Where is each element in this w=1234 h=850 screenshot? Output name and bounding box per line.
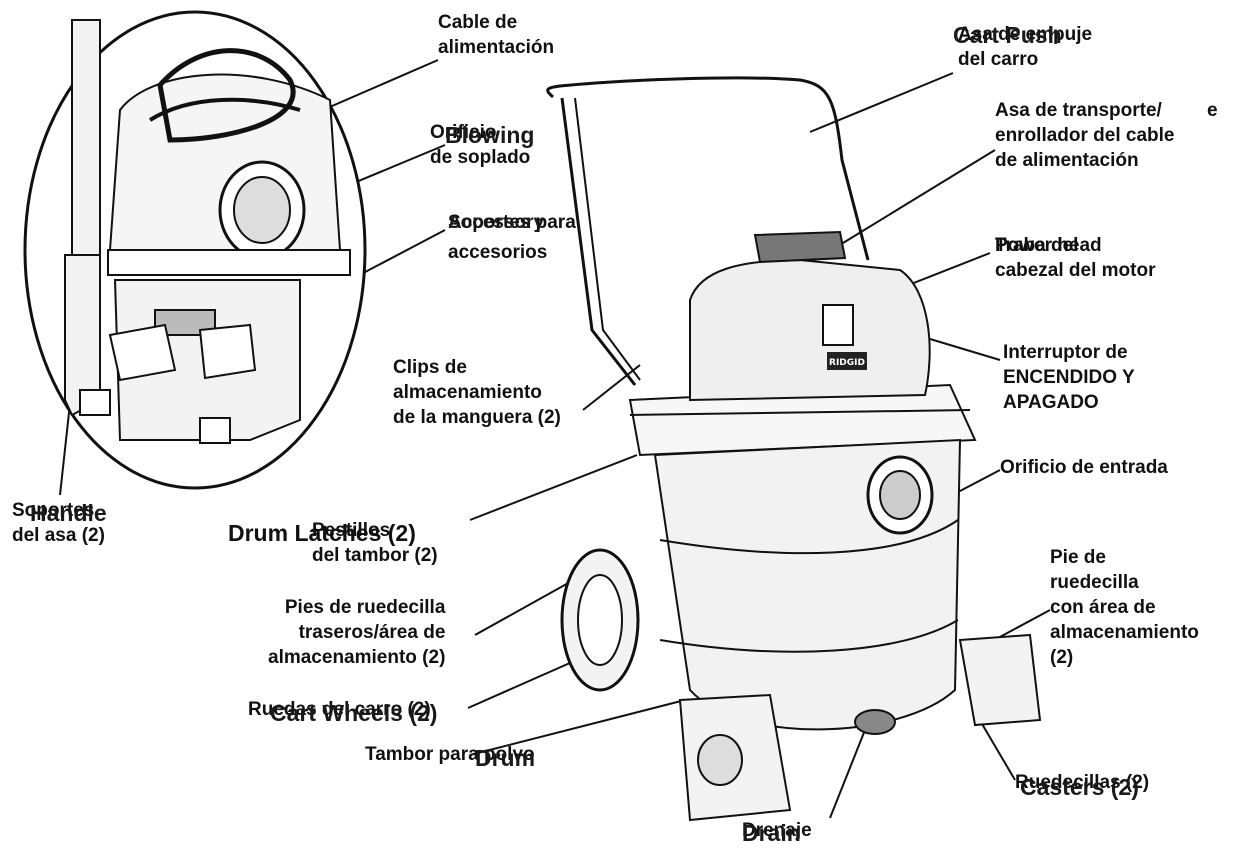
label-soportes-acc: Soportes para (448, 212, 576, 233)
label-ruedas-carro: Ruedas del carro (2) (248, 699, 431, 720)
label-cart-wheels: Cart Wheels (2) (270, 700, 438, 726)
label-accessory: Accessory (448, 212, 545, 233)
label-asa-transporte: Asa de transporte/ enrollador del cable … (995, 100, 1175, 171)
inset-magnified-view (23, 10, 367, 490)
label-blowing: Blowing (445, 122, 535, 148)
label-drum-latches: Drum Latches (2) (228, 520, 416, 546)
label-handle-fragment: e (1207, 100, 1218, 121)
brand-logo-plate (827, 352, 867, 370)
label-drenaje: Drenaje (742, 820, 812, 841)
label-accesorios: accesorios (448, 242, 548, 263)
label-asa-carro: Asa de empuje del carro (958, 24, 1093, 70)
label-handle: Handle (30, 500, 107, 526)
label-cable: Cable de alimentación (438, 12, 555, 58)
vacuum-body: RIDGID (546, 76, 1042, 822)
label-orificio-soplado: Orificio de soplado (430, 122, 531, 168)
label-cart-push: Cart Push (953, 22, 1062, 48)
label-casters: Casters (2) (1020, 774, 1139, 800)
label-clips: Clips de almacenamiento de la manguera (… (393, 357, 561, 428)
label-orificio-entrada: Orificio de entrada (1000, 457, 1168, 478)
label-pie-ruedecilla: Pie de ruedecilla con área de almacenami… (1050, 547, 1199, 668)
label-traba-cabezal: Traba del cabezal del motor (995, 235, 1156, 281)
label-pestillos: Pestillos del tambor (2) (312, 520, 438, 566)
label-pies-traseros: Pies de ruedecilla traseros/área de alma… (268, 597, 446, 668)
label-ruedecillas: Ruedecillas (2) (1015, 772, 1150, 793)
brand-logo: RIDGID (829, 358, 865, 368)
label-interruptor: Interruptor de ENCENDIDO Y APAGADO (1003, 342, 1135, 413)
label-soportes-asa: Soportes del asa (2) (12, 500, 105, 546)
label-drum: Drum (475, 745, 536, 771)
label-drain: Drain (742, 820, 801, 846)
label-tambor: Tambor para polvo (365, 744, 535, 765)
label-power-head: Power head (995, 235, 1102, 256)
